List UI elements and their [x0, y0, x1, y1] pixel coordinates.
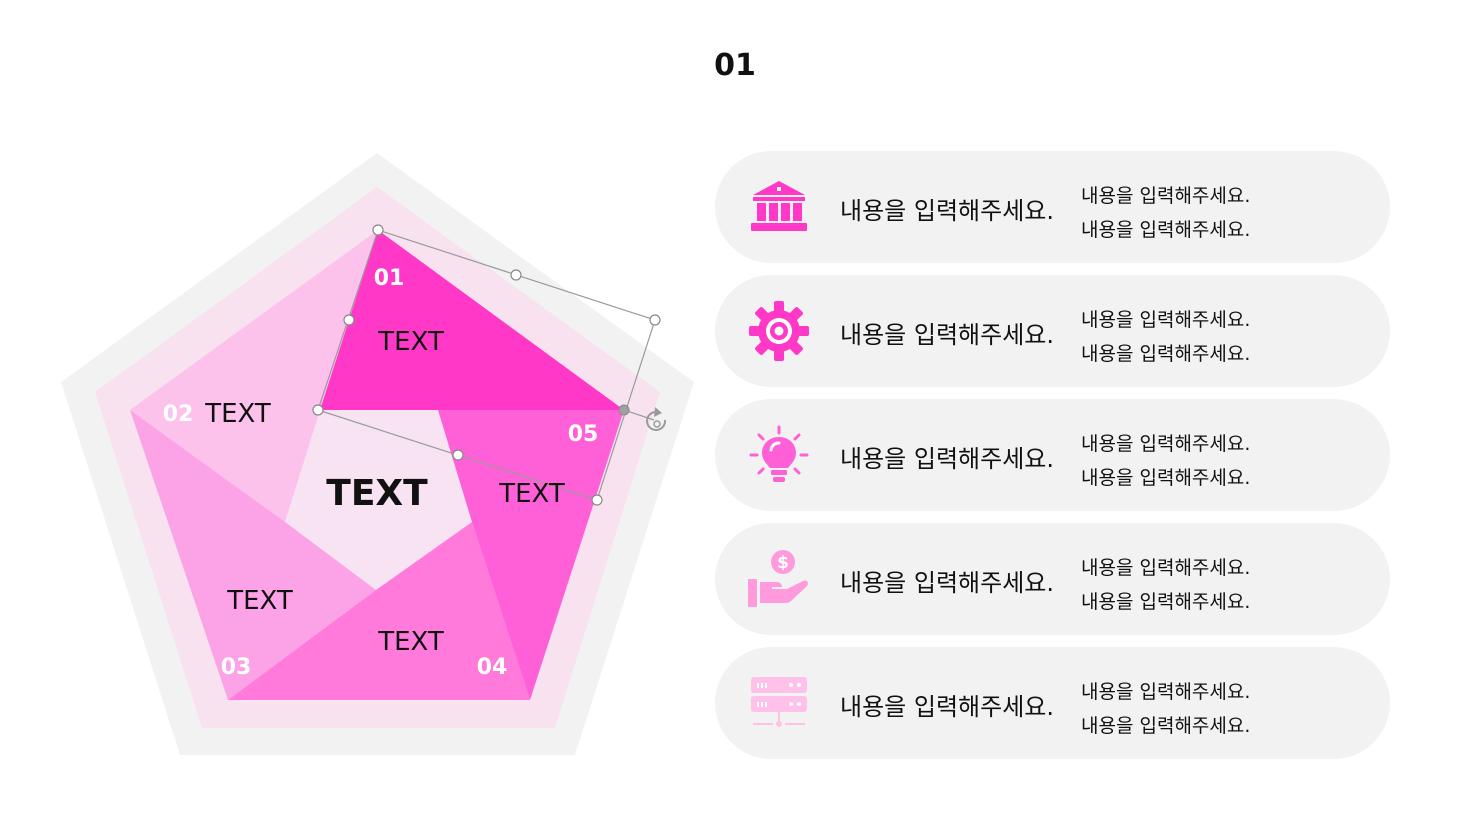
- segment-03: [130, 410, 376, 700]
- segment-number: 02: [163, 402, 194, 427]
- selection-handle[interactable]: [372, 224, 384, 236]
- item-desc-line: 내용을 입력해주세요.: [1081, 557, 1251, 579]
- lightbulb-icon: [749, 425, 809, 482]
- list-item: 내용을 입력해주세요. 내용을 입력해주세요. 내용을 입력해주세요.: [715, 151, 1390, 263]
- segment-label: TEXT: [377, 327, 444, 357]
- segment-02: [130, 230, 378, 522]
- selection-handle[interactable]: [649, 314, 661, 326]
- segment-label: TEXT: [498, 479, 565, 509]
- selection-handle[interactable]: [312, 404, 324, 416]
- svg-text:$: $: [777, 553, 789, 573]
- segment-04: [228, 522, 530, 700]
- item-desc-line: 내용을 입력해주세요.: [1081, 185, 1251, 207]
- segment-label: TEXT: [226, 586, 293, 616]
- server-icon: [751, 677, 807, 727]
- list-item: 내용을 입력해주세요. 내용을 입력해주세요. 내용을 입력해주세요.: [715, 275, 1390, 387]
- vertex-handle[interactable]: [618, 404, 630, 416]
- item-desc-line: 내용을 입력해주세요.: [1081, 343, 1251, 365]
- center-label: TEXT: [326, 473, 428, 514]
- item-desc-line: 내용을 입력해주세요.: [1081, 309, 1251, 331]
- item-title: 내용을 입력해주세요.: [840, 445, 1054, 473]
- segment-number: 03: [221, 655, 252, 680]
- item-title: 내용을 입력해주세요.: [840, 321, 1054, 349]
- item-desc-line: 내용을 입력해주세요.: [1081, 681, 1251, 703]
- segment-number: 05: [568, 422, 599, 447]
- segment-number: 01: [374, 266, 405, 291]
- item-desc-line: 내용을 입력해주세요.: [1081, 219, 1251, 241]
- selection-handle[interactable]: [343, 314, 355, 326]
- selection-handle[interactable]: [591, 494, 603, 506]
- list-item: $ 내용을 입력해주세요. 내용을 입력해주세요. 내용을 입력해주세요.: [715, 523, 1390, 635]
- gear-icon: [749, 301, 809, 361]
- item-title: 내용을 입력해주세요.: [840, 693, 1054, 721]
- segment-label: TEXT: [377, 627, 444, 657]
- selection-handle[interactable]: [452, 449, 464, 461]
- segment-01: [320, 230, 624, 410]
- selection-handle[interactable]: [510, 269, 522, 281]
- list-item: 내용을 입력해주세요. 내용을 입력해주세요. 내용을 입력해주세요.: [715, 399, 1390, 511]
- pentagon-diagram: TEXT 01 TEXT 02 TEXT 03 TEXT 04 TEXT 05 …: [61, 153, 694, 755]
- item-desc-line: 내용을 입력해주세요.: [1081, 433, 1251, 455]
- segment-05: [438, 410, 624, 700]
- bank-icon: [751, 181, 807, 231]
- item-title: 내용을 입력해주세요.: [840, 569, 1054, 597]
- list-item: 내용을 입력해주세요. 내용을 입력해주세요. 내용을 입력해주세요.: [715, 647, 1390, 759]
- page-title: 01: [714, 48, 756, 83]
- segment-label: TEXT: [204, 399, 271, 429]
- item-title: 내용을 입력해주세요.: [840, 197, 1054, 225]
- item-list: 내용을 입력해주세요. 내용을 입력해주세요. 내용을 입력해주세요. 내용을 …: [715, 151, 1390, 771]
- item-desc-line: 내용을 입력해주세요.: [1081, 467, 1251, 489]
- center-region: [285, 410, 472, 590]
- segment-number: 04: [477, 655, 508, 680]
- rotate-icon[interactable]: [646, 407, 667, 431]
- item-desc-line: 내용을 입력해주세요.: [1081, 715, 1251, 737]
- item-desc-line: 내용을 입력해주세요.: [1081, 591, 1251, 613]
- money-hand-icon: $: [748, 550, 808, 607]
